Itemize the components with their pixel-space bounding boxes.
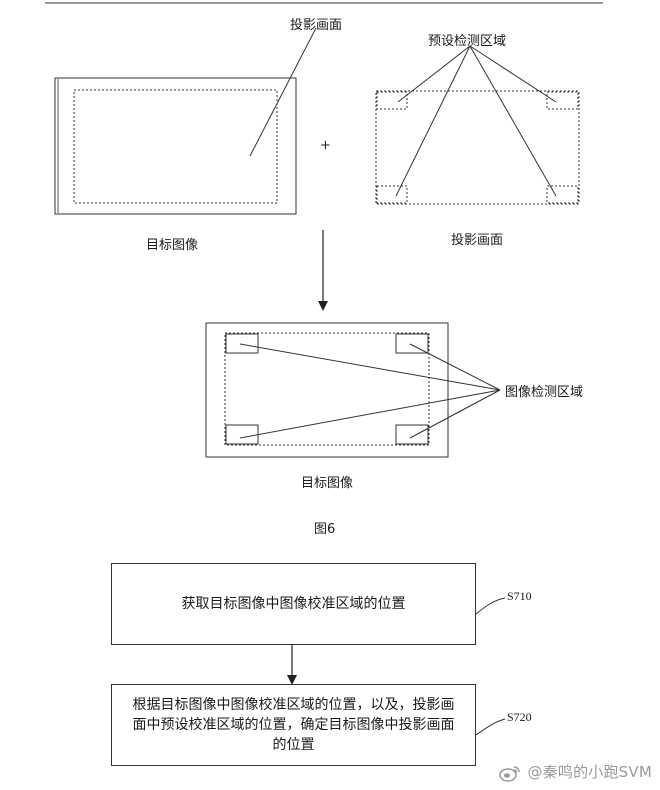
image-leader-br	[409, 389, 501, 439]
flow-step-s710: 获取目标图像中图像校准区域的位置	[111, 563, 476, 645]
image-detect-corner-tr	[395, 333, 429, 354]
watermark-text: @秦鸣的小跑SVM	[527, 763, 652, 781]
flow-step-s720-code: S720	[507, 710, 532, 724]
projection-area-dashed	[73, 89, 278, 204]
preset-detect-region-label: 预设检测区域	[428, 34, 507, 49]
s710-code-leader	[475, 597, 506, 615]
preset-detect-corner-bl	[376, 185, 408, 204]
result-target-image-diagram	[205, 322, 501, 458]
result-frame	[205, 322, 449, 458]
flow-step-s720: 根据目标图像中图像校准区域的位置，以及，投影画面中预设校准区域的位置，确定目标图…	[111, 684, 476, 766]
watermark: @秦鸣的小跑SVM	[498, 761, 653, 782]
figure-caption: 图6	[314, 522, 336, 537]
target-image-diagram	[54, 27, 317, 215]
caption-target-image-bottom: 目标图像	[301, 476, 354, 491]
image-detect-corner-bl	[225, 424, 259, 445]
preset-detect-corner-tr	[546, 91, 579, 110]
result-projection-dashed	[224, 332, 430, 446]
preset-leader-br	[469, 45, 557, 197]
preset-leader-tr	[469, 45, 557, 103]
caption-projection-right: 投影画面	[451, 233, 504, 248]
preset-leader-tl	[397, 45, 471, 103]
image-detect-region-label: 图像检测区域	[505, 385, 584, 400]
flow-step-s710-text: 获取目标图像中图像校准区域的位置	[181, 596, 406, 612]
image-leader-tl	[239, 343, 501, 391]
plus-sign: +	[320, 138, 331, 153]
caption-target-image-left: 目标图像	[146, 238, 199, 253]
preset-detect-corner-tl	[376, 91, 408, 110]
image-leader-tr	[409, 343, 501, 391]
image-detect-corner-br	[395, 424, 429, 445]
s720-code-leader	[475, 718, 506, 736]
image-leader-bl	[239, 389, 501, 439]
flow-step-s720-text: 根据目标图像中图像校准区域的位置，以及，投影画面中预设校准区域的位置，确定目标图…	[132, 697, 455, 753]
preset-leader-bl	[395, 45, 471, 197]
flow-step-s710-code: S710	[507, 589, 532, 603]
projection-image-diagram	[375, 45, 580, 205]
image-detect-corner-tl	[225, 333, 259, 354]
target-image-frame	[54, 77, 297, 215]
top-left-projection-label: 投影画面	[290, 18, 343, 33]
projection-frame-dashed	[375, 90, 580, 205]
weibo-logo-icon	[498, 765, 520, 782]
projection-leader-line	[249, 27, 317, 157]
